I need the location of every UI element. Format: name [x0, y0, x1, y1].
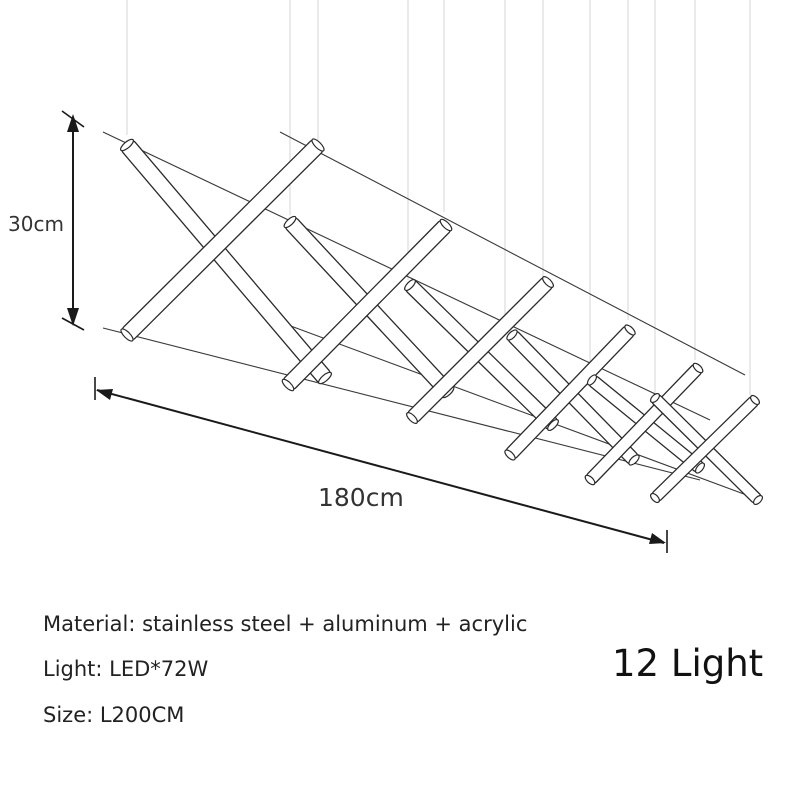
- light-tube-end-cap: [404, 278, 416, 292]
- rail-lower-mid: [102, 327, 701, 481]
- spec-light: Light: LED*72W: [43, 657, 209, 681]
- light-tube-end-cap: [504, 449, 516, 461]
- spec-size: Size: L200CM: [43, 703, 185, 727]
- light-tube-body: [121, 140, 331, 383]
- light-tube-end-cap: [506, 329, 518, 341]
- light-tube-end-cap: [624, 324, 636, 336]
- light-tube-end-cap: [628, 454, 640, 466]
- light-tube-end-cap: [120, 328, 134, 342]
- light-tube: [649, 394, 761, 504]
- light-tube-end-cap: [542, 276, 554, 288]
- light-tube-end-cap: [586, 374, 598, 386]
- light-tube-end-cap: [120, 138, 134, 152]
- spec-material: Material: stainless steel + aluminum + a…: [43, 612, 528, 636]
- height-dimension: [61, 110, 85, 331]
- light-tubes: [120, 138, 764, 506]
- light-tube: [281, 218, 453, 392]
- light-tube-end-cap: [547, 418, 559, 432]
- light-tube-end-cap: [283, 215, 297, 229]
- height-arrow-bottom: [67, 308, 79, 326]
- light-tube-end-cap: [406, 412, 418, 424]
- light-tube-end-cap: [692, 362, 704, 374]
- suspension-wires: [126, 0, 751, 395]
- width-arrow-right: [649, 533, 666, 544]
- light-tube-end-cap: [281, 378, 295, 392]
- light-tube-end-cap: [752, 494, 764, 506]
- light-tube-end-cap: [649, 492, 661, 504]
- width-dimension: [94, 377, 668, 553]
- light-tube-end-cap: [439, 218, 453, 232]
- light-tube-end-cap: [584, 474, 596, 486]
- light-tube-end-cap: [318, 371, 332, 385]
- light-tube: [120, 138, 332, 385]
- light-tube: [120, 138, 325, 342]
- width-arrow-left: [96, 389, 113, 400]
- width-dimension-label: 180cm: [318, 483, 404, 512]
- light-tube: [406, 276, 554, 424]
- rail-upper-mid: [279, 131, 746, 376]
- light-tube: [584, 362, 704, 486]
- light-tube-end-cap: [311, 138, 325, 152]
- light-tube-end-cap: [649, 392, 661, 404]
- light-tube-end-cap: [694, 462, 706, 474]
- light-tube: [504, 324, 636, 461]
- height-dimension-label: 30cm: [8, 212, 64, 236]
- height-arrow-top: [67, 114, 79, 132]
- light-count-label: 12 Light: [612, 642, 764, 685]
- width-dimension-line: [96, 389, 665, 544]
